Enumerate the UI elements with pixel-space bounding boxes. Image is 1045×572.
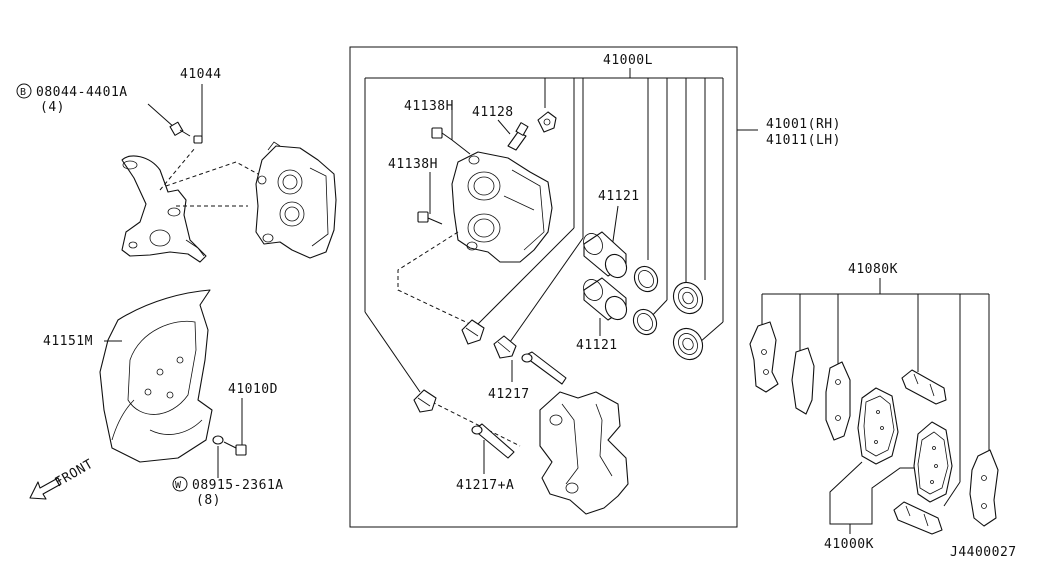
anti-rattle-clip-top-icon <box>901 369 947 405</box>
dust-boot-top-icon <box>672 281 704 315</box>
pin-boot-right-icon <box>493 335 517 359</box>
slide-pin-lower-icon <box>471 423 515 459</box>
label-41121-top: 41121 <box>598 189 640 249</box>
b-prefix-label: B <box>20 87 27 98</box>
part-41010d-label: 41010D <box>228 382 278 397</box>
washer-w-qty-label: (8) <box>196 493 221 508</box>
bolt-b-callout: B 08044-4401A (4) <box>16 83 176 129</box>
part-41217-label: 41217 <box>488 387 530 402</box>
part-41217a-label: 41217+A <box>456 478 514 493</box>
torque-member-icon <box>539 391 629 515</box>
front-arrow: FRONT <box>29 457 97 500</box>
label-41010d: 41010D <box>228 382 278 448</box>
pad-shim-1-icon <box>749 321 779 393</box>
pin-boot-upper-icon <box>461 319 485 345</box>
anti-rattle-clip-bottom-icon <box>893 501 943 535</box>
part-41000k-label: 41000K <box>824 537 874 552</box>
label-41121-bottom: 41121 <box>576 318 618 353</box>
washer-w-part-label: 08915-2361A <box>192 478 284 493</box>
b-circle-icon <box>16 83 32 99</box>
part-41001-rh-label: 41001(RH) <box>766 117 841 132</box>
pad-shim-4-icon <box>969 449 999 527</box>
w-circle-icon <box>172 476 188 492</box>
caliper-body-icon <box>451 151 553 263</box>
washer-w-callout: W 08915-2361A (8) <box>172 446 284 508</box>
dust-shield-icon <box>99 289 213 463</box>
bleeder-cap-icon <box>537 111 557 133</box>
shield-bolt-icon <box>212 435 247 456</box>
front-label: FRONT <box>53 457 97 491</box>
label-41001-41011: 41001(RH) 41011(LH) <box>737 117 841 148</box>
brake-pad-inner-icon <box>857 387 899 465</box>
bolt-b-part-label: 08044-4401A <box>36 85 128 100</box>
label-41128: 41128 <box>472 105 514 135</box>
label-41000l: 41000L <box>603 53 653 78</box>
label-41080k: 41080K <box>848 262 898 294</box>
pin-boot-lower-icon <box>413 389 437 413</box>
piston-top-icon <box>583 231 628 279</box>
brake-pad-outer-icon <box>913 421 953 503</box>
pad-shim-3-icon <box>825 361 851 441</box>
part-41128-label: 41128 <box>472 105 514 120</box>
part-41000l-label: 41000L <box>603 53 653 68</box>
label-41000k: 41000K <box>824 461 914 552</box>
bolt-b-qty-label: (4) <box>40 100 65 115</box>
bleeder-bolt-top-icon <box>431 127 471 155</box>
dust-boot-bottom-icon <box>672 327 704 361</box>
pad-shim-2-icon <box>791 347 815 415</box>
part-41011-lh-label: 41011(LH) <box>766 133 841 148</box>
knuckle-bolt-icon <box>169 121 203 144</box>
slide-pin-upper-icon <box>521 351 567 385</box>
part-41080k-label: 41080K <box>848 262 898 277</box>
part-41121-b-label: 41121 <box>576 338 618 353</box>
part-41044-label: 41044 <box>180 67 222 82</box>
part-41138h-a-label: 41138H <box>404 99 454 114</box>
bleeder-bolt-lower-icon <box>417 211 443 225</box>
label-41151m: 41151M <box>43 334 122 349</box>
label-41217: 41217 <box>488 360 530 402</box>
part-41138h-b-label: 41138H <box>388 157 438 172</box>
label-41138h-lower: 41138H <box>388 157 438 214</box>
diagram-id-label: J4400027 <box>950 545 1017 560</box>
label-41217a: 41217+A <box>456 440 514 493</box>
piston-seal-top-icon <box>633 265 659 293</box>
label-41138h-top: 41138H <box>404 99 454 140</box>
piston-bottom-icon <box>583 277 628 321</box>
piston-seal-bottom-icon <box>632 308 658 336</box>
caliper-assembly-frame <box>349 46 738 528</box>
bleeder-screw-icon <box>507 122 529 151</box>
left-caliper-icon <box>255 141 337 259</box>
w-prefix-label: W <box>175 480 182 491</box>
steering-knuckle-icon <box>121 155 207 263</box>
part-41151m-label: 41151M <box>43 334 93 349</box>
label-41044: 41044 <box>180 67 222 138</box>
part-41121-a-label: 41121 <box>598 189 640 204</box>
